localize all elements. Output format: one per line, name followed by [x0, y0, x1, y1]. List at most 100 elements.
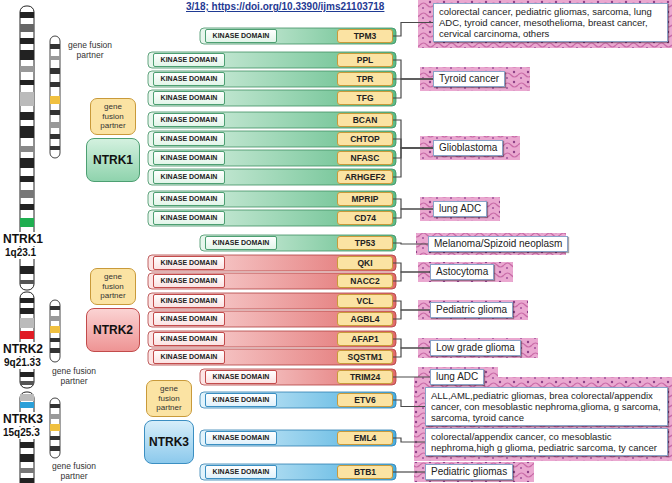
node-text: KINASE DOMAIN [158, 134, 220, 144]
bracket-connector [393, 23, 433, 37]
chromosome-band [50, 446, 60, 451]
kinase-domain-box: KINASE DOMAIN [153, 53, 225, 67]
partner-locus-band [50, 424, 60, 431]
node-text: SQSTM1 [342, 352, 388, 362]
partner-gene-box: ARHGEF2 [337, 170, 393, 184]
tissue-image [414, 421, 672, 461]
tissue-image [420, 67, 530, 91]
kinase-domain-box: KINASE DOMAIN [153, 72, 225, 86]
gene-name: NTRK2 [2, 342, 44, 356]
fusion-bar [148, 150, 396, 166]
node-text: KINASE DOMAIN [210, 395, 272, 405]
kinase-domain-box: KINASE DOMAIN [153, 113, 225, 127]
chromosome-band [50, 82, 60, 87]
node-text: AGBL4 [342, 314, 388, 324]
partner-gene-box: BCAN [337, 113, 393, 127]
fusion-bar [200, 235, 396, 251]
node-text: ETV6 [342, 395, 388, 405]
node-text: lung ADC [439, 203, 481, 215]
partner-chromosome-label: gene fusion partner [64, 40, 116, 60]
chromosome-band-label: 15q25.3 [2, 427, 41, 439]
node-text: KINASE DOMAIN [158, 194, 220, 204]
node-text: ALL,AML,pediatric gliomas, brea colorect… [431, 390, 662, 423]
fusion-bar [148, 293, 396, 309]
chromosome-band [20, 112, 34, 120]
fusion-bar [148, 210, 396, 226]
bracket-connector [393, 310, 430, 319]
partner-locus-band [50, 326, 60, 333]
chromosome-band [20, 468, 34, 473]
bracket-connector [393, 148, 433, 177]
partner-gene-box: CHTOP [337, 132, 393, 146]
partner-gene-box: TP53 [337, 236, 393, 250]
kinase-domain-box: KINASE DOMAIN [205, 370, 277, 384]
fusion-partner-box: gene fusion partner [90, 98, 136, 135]
disease-label: Low grade glioma [430, 340, 521, 356]
chromosome-band [50, 146, 60, 150]
node-text: TFG [342, 93, 388, 103]
partner-gene-box: SQSTM1 [337, 350, 393, 364]
node-text: NTRK2 [93, 323, 133, 337]
node-text: CD74 [342, 213, 388, 223]
node-text: TPM3 [342, 31, 388, 41]
fusion-bar [200, 392, 396, 408]
node-text: ARHGEF2 [342, 172, 388, 182]
disease-label: Melanoma/Spizoid neoplasm [428, 236, 568, 252]
node-text: TP53 [342, 238, 388, 248]
kinase-domain-box: KINASE DOMAIN [153, 151, 225, 165]
fusion-bar [148, 52, 396, 68]
chromosome-band [20, 66, 34, 72]
chromosome-band [20, 12, 34, 18]
bracket-connector [393, 120, 433, 148]
chromosome-ideogram [50, 300, 60, 362]
chromosome-band [50, 306, 60, 310]
fusion-bar [148, 131, 396, 147]
node-text: MPRIP [342, 194, 388, 204]
bracket-connector [393, 339, 430, 348]
partner-chromosome-label: gene fusion partner [48, 461, 100, 481]
fusion-bar [200, 369, 396, 385]
node-text: Glioblastoma [439, 142, 497, 154]
chromosome-band [50, 348, 60, 353]
fusion-partner-box: gene fusion partner [146, 380, 192, 417]
tissue-image [418, 0, 672, 48]
node-text: gene fusion partner [93, 102, 133, 131]
bracket-connector [393, 272, 430, 281]
partner-gene-box: ETV6 [337, 393, 393, 407]
chromosome-band [20, 146, 34, 152]
disease-label: colorectal cancer, pediatric gliomas, sa… [433, 3, 668, 42]
node-text: Low grade glioma [436, 342, 515, 354]
bracket-connector [393, 199, 433, 209]
node-text: NACC2 [342, 276, 388, 286]
node-text: lung ADC [436, 371, 478, 383]
disease-label: Glioblastoma [433, 140, 503, 156]
bracket-connector [393, 60, 433, 79]
disease-label: lung ADC [430, 369, 484, 385]
chromosome-band [50, 44, 60, 49]
node-text: KINASE DOMAIN [210, 372, 272, 382]
bracket-connector [393, 139, 433, 148]
chromosome-band [50, 404, 60, 408]
kinase-domain-box: KINASE DOMAIN [153, 256, 225, 270]
node-text: KINASE DOMAIN [158, 276, 220, 286]
node-text: AFAP1 [342, 334, 388, 344]
node-text: NTRK1 [93, 153, 133, 167]
fusion-bar [148, 169, 396, 185]
disease-label: Pediatric glioma [430, 302, 513, 318]
bracket-connector [393, 209, 433, 218]
disease-label: Astocytoma [430, 264, 494, 280]
fusion-bar [200, 464, 396, 480]
centromere [20, 394, 34, 401]
fusion-bar [200, 430, 396, 446]
node-text: BCAN [342, 115, 388, 125]
fusion-bar [148, 331, 396, 347]
partner-gene-box: TFG [337, 91, 393, 105]
chromosome-band [20, 158, 34, 168]
node-text: KINASE DOMAIN [210, 31, 272, 41]
partner-gene-box: TRIM24 [337, 370, 393, 384]
kinase-domain-box: KINASE DOMAIN [153, 274, 225, 288]
chromosome-band [50, 316, 60, 321]
bracket-connector [393, 301, 430, 310]
gene-name: NTRK1 [2, 232, 44, 246]
chromosome-band [50, 56, 60, 60]
